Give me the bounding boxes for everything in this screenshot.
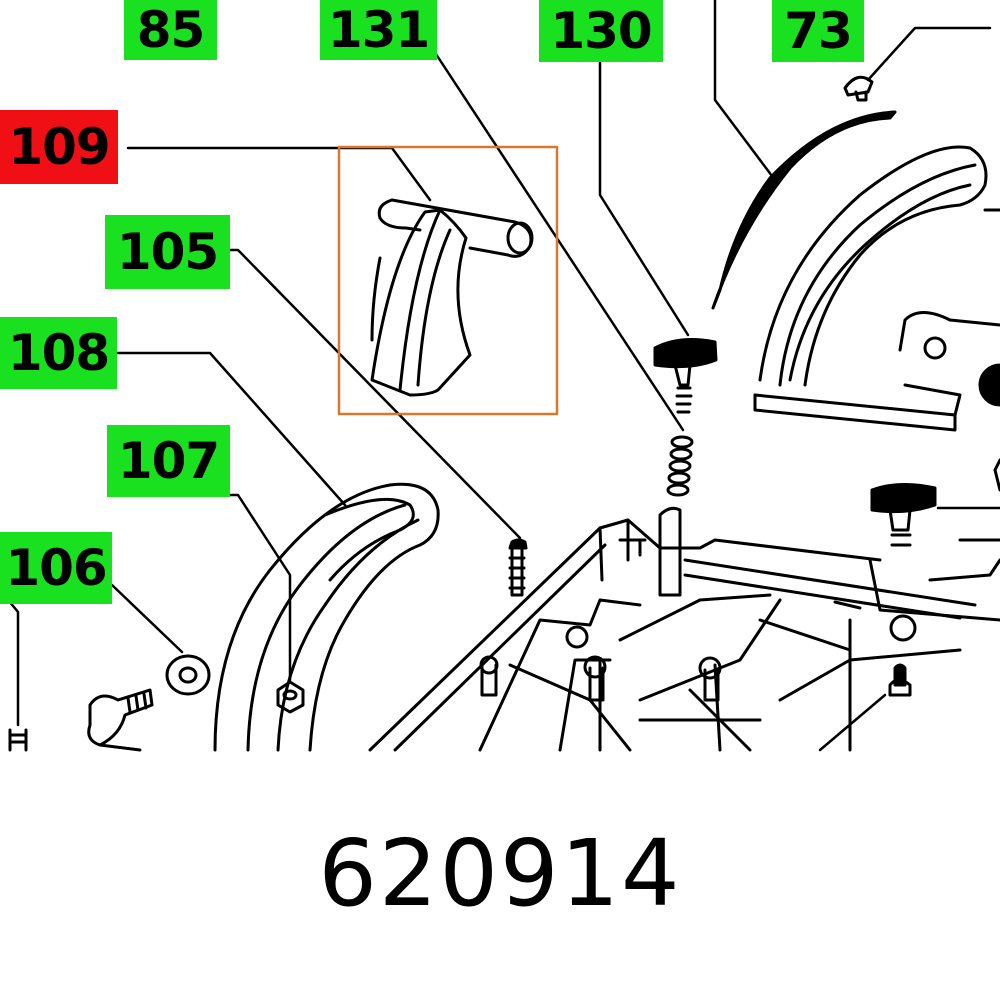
- knob-right: [870, 482, 937, 547]
- nut-part-107: [276, 680, 305, 714]
- leader-105: [228, 248, 522, 540]
- washer-part-106: [165, 654, 211, 696]
- leader-top-right: [866, 26, 992, 82]
- blade-guard-assembly: [753, 145, 1000, 492]
- label-131[interactable]: 131: [320, 0, 437, 60]
- leader-bottom-right: [818, 693, 887, 752]
- label-130[interactable]: 130: [539, 0, 663, 62]
- leader-73: [713, 0, 777, 182]
- knob-screw-part-130: [653, 338, 718, 414]
- label-85[interactable]: 85: [124, 0, 217, 60]
- handle-grip-part-109[interactable]: [337, 145, 559, 416]
- leader-109: [126, 146, 432, 202]
- screw-bottom-right: [888, 663, 912, 697]
- drawing-canvas: [0, 0, 1000, 752]
- small-pin-top-right: [843, 75, 874, 102]
- label-107[interactable]: 107: [107, 425, 230, 497]
- leader-108: [116, 351, 347, 507]
- label-109-selected[interactable]: 109: [0, 110, 118, 184]
- leader-left: [0, 588, 20, 727]
- small-fasteners-left: [8, 688, 154, 752]
- label-105[interactable]: 105: [105, 215, 230, 289]
- label-73[interactable]: 73: [772, 0, 864, 62]
- highlight-frame: [337, 145, 559, 416]
- screw-part-105: [508, 538, 528, 597]
- leader-106: [110, 583, 184, 654]
- curved-rail-part-73: [711, 110, 897, 310]
- curved-guide-part-108: [213, 482, 440, 752]
- label-108[interactable]: 108: [0, 317, 117, 389]
- spring-part-131: [666, 435, 694, 497]
- part-number: 620914: [318, 820, 682, 927]
- base-frame: [368, 506, 1000, 752]
- label-106[interactable]: 106: [0, 532, 112, 604]
- leader-130: [598, 60, 690, 337]
- leader-107: [228, 493, 292, 682]
